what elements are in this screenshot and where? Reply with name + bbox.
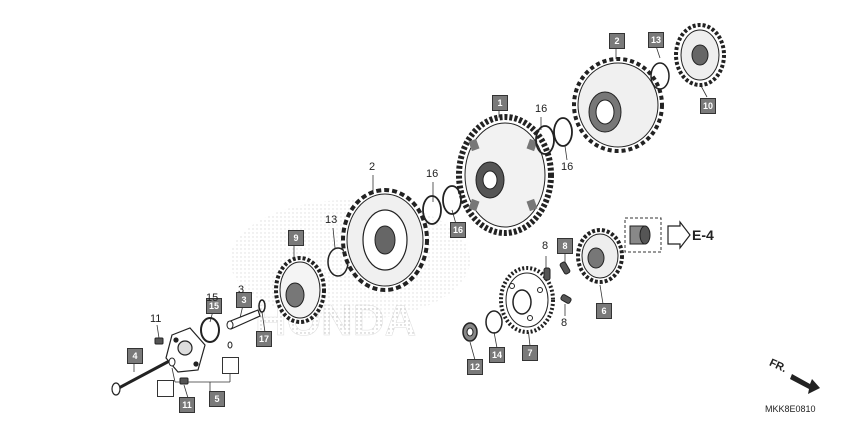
sprocket-7: [499, 266, 555, 334]
callout-3: 3: [236, 292, 252, 308]
springs-8: [543, 261, 572, 304]
callout-13: 13: [648, 32, 664, 48]
shaft-3: [226, 309, 261, 330]
small-pins: [168, 341, 233, 367]
callout-11: 11: [179, 397, 195, 413]
e4-arrow: [667, 220, 691, 250]
cover-plate: [165, 327, 206, 373]
bolt-4: [111, 356, 176, 396]
callout-10: 10: [700, 98, 716, 114]
diagram-code: MKK8E0810: [765, 404, 816, 414]
gear-9: [274, 256, 326, 324]
plain-callout-3: 3: [238, 284, 245, 296]
callout-1: 1: [492, 95, 508, 111]
e4-reference-box: [624, 217, 662, 253]
plain-callout-15: 15: [206, 292, 219, 304]
small-gear-e4: [629, 225, 651, 245]
small-bolts-11: [154, 337, 189, 385]
callout-12: 12: [467, 359, 483, 375]
clutch-drum-2-left: [341, 188, 429, 292]
callout-2: 2: [609, 33, 625, 49]
empty-callout-box-left: [157, 380, 174, 397]
plain-callout-16b: 16: [535, 103, 548, 115]
clutch-drum-2-right: [572, 57, 664, 153]
washer-13-right: [650, 62, 670, 90]
plain-callout-13: 13: [325, 214, 338, 226]
gear-6: [576, 228, 624, 284]
callout-6: 6: [596, 303, 612, 319]
plain-callout-16a: 16: [426, 168, 439, 180]
snap-rings-16-left: [422, 185, 462, 225]
o-ring-15: [200, 317, 220, 343]
callout-15: 15: [206, 298, 222, 314]
callout-7: 7: [522, 345, 538, 361]
e4-reference-label: E-4: [692, 227, 714, 243]
empty-callout-box-right: [222, 357, 239, 374]
callout-5: 5: [209, 391, 225, 407]
callout-9: 9: [288, 230, 304, 246]
snap-rings-16-right: [535, 117, 573, 155]
plain-callout-8b: 8: [561, 317, 568, 329]
plain-callout-2: 2: [369, 161, 376, 173]
nut-12: [462, 322, 478, 342]
callout-16: 16: [450, 222, 466, 238]
callout-17: 17: [256, 331, 272, 347]
plain-callout-8a: 8: [542, 240, 549, 252]
plain-callout-16c: 16: [561, 161, 574, 173]
callout-8: 8: [557, 238, 573, 254]
clutch-hub-10: [674, 23, 726, 87]
callout-4: 4: [127, 348, 143, 364]
washer-17: [258, 299, 266, 313]
plain-callout-11: 11: [150, 313, 162, 325]
washer-14: [485, 310, 503, 334]
primary-gear-1: [456, 114, 554, 236]
callout-14: 14: [489, 347, 505, 363]
front-direction-arrow: [790, 374, 820, 394]
